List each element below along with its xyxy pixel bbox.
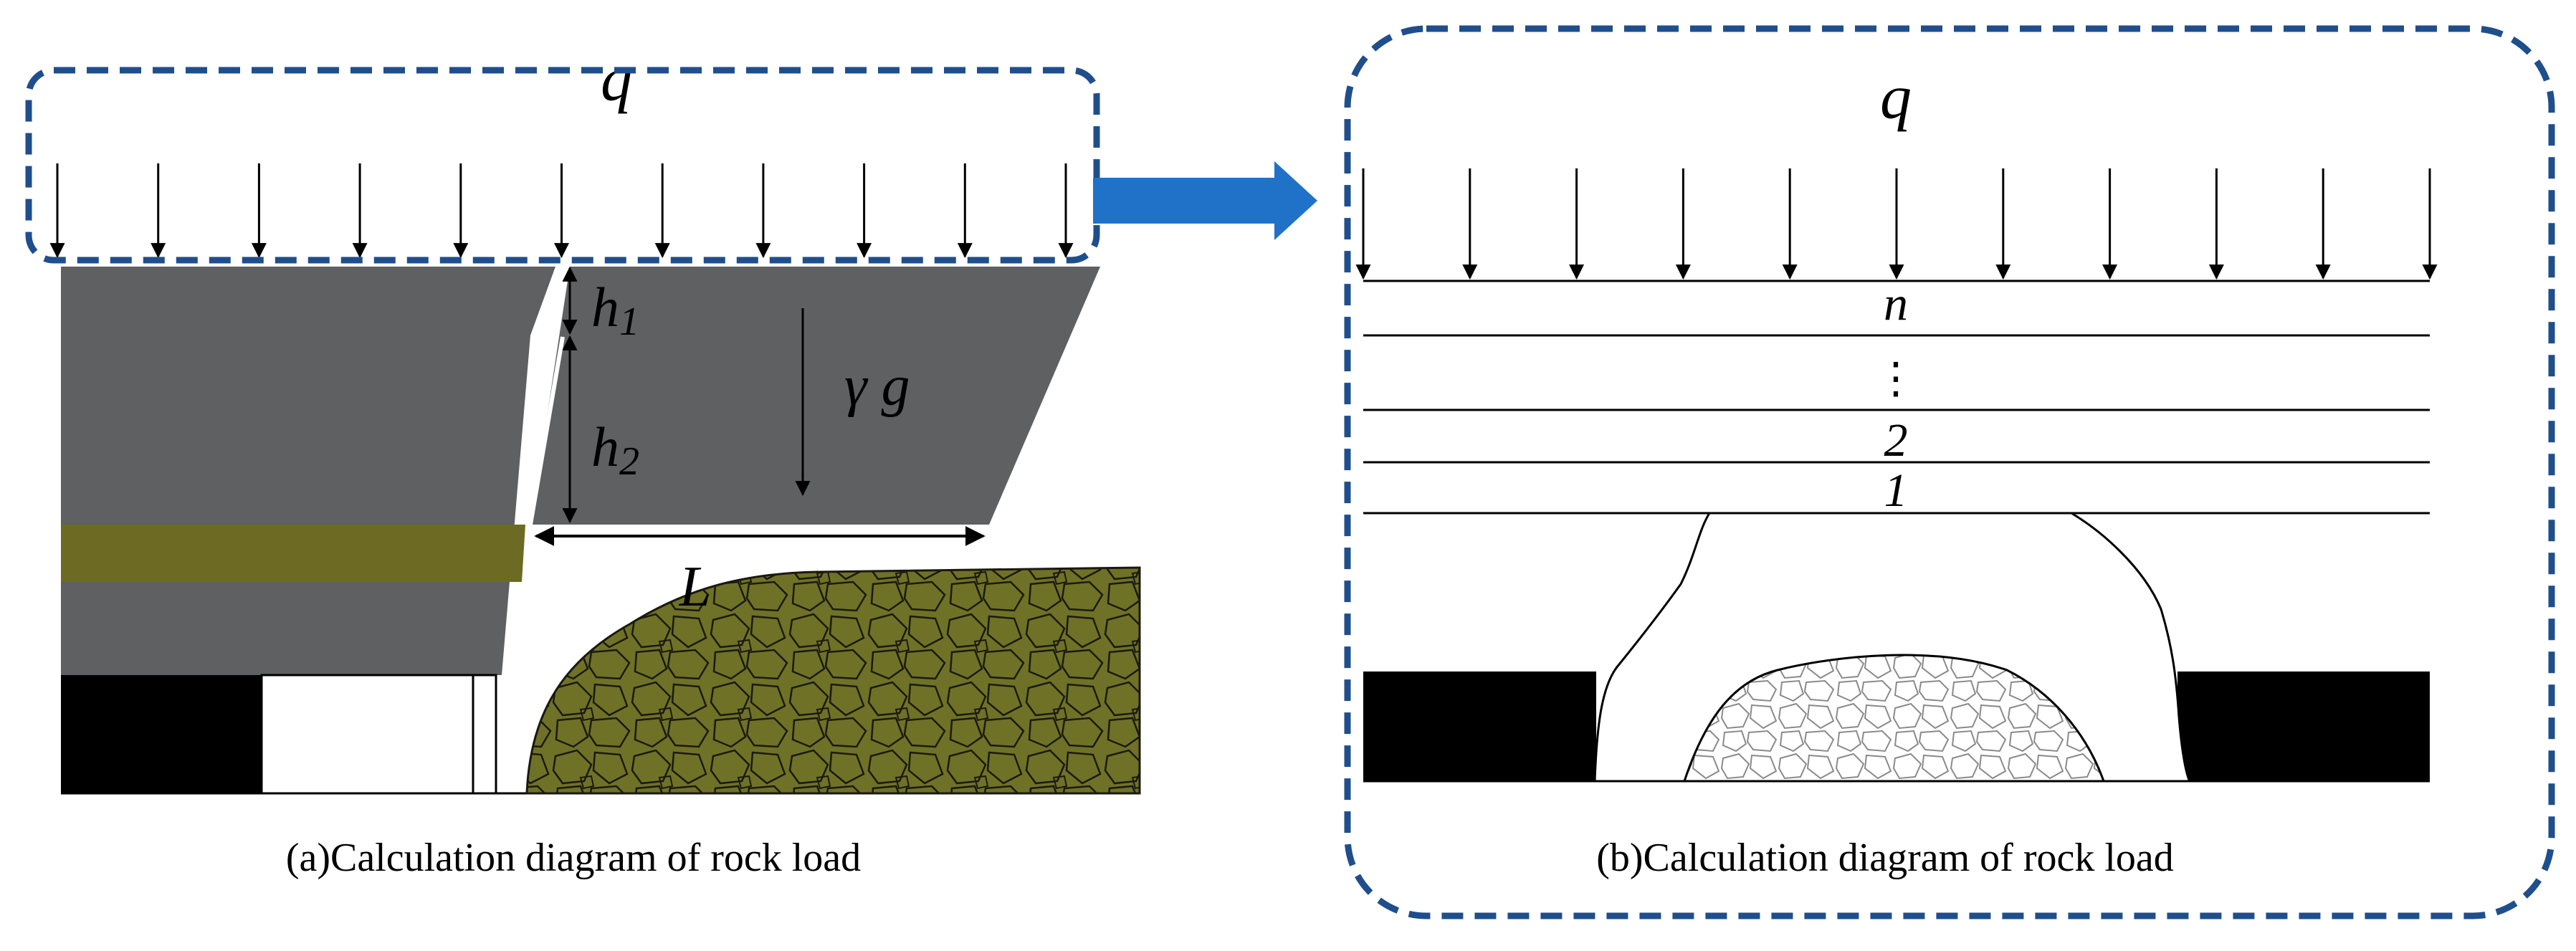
layer-label-2: 2 <box>1884 414 1908 467</box>
coal-block-left <box>1363 672 1596 781</box>
gob-texture <box>525 566 1141 795</box>
rock-block-left <box>61 267 555 675</box>
load-arrows-a <box>49 163 1074 259</box>
weight-label: γ g <box>844 355 910 418</box>
fracture-line <box>528 336 565 525</box>
caved-rock-pile <box>1682 654 2106 783</box>
h2-label: h2 <box>591 416 639 484</box>
coal-block-right <box>2177 672 2430 781</box>
h1-label: h1 <box>591 276 639 344</box>
coal-seam-band <box>61 525 525 582</box>
layer-label-ellipsis: ⋮ <box>1874 355 1917 402</box>
roadway-opening <box>260 674 474 795</box>
coal-pillar <box>61 675 262 793</box>
load-frame-a <box>25 67 1100 264</box>
span-label: L <box>679 555 712 618</box>
load-label-a: q <box>601 45 632 115</box>
panel-b-frame <box>1344 25 2555 919</box>
panel-b: q n ⋮ 2 1 (b)Calculation diagram of rock… <box>1344 25 2555 919</box>
caption-b: (b)Calculation diagram of rock load <box>1596 836 2174 880</box>
caption-a: (a)Calculation diagram of rock load <box>286 836 861 880</box>
layer-label-n: n <box>1884 276 1908 330</box>
rock-block-cantilever <box>530 267 1100 525</box>
layer-label-1: 1 <box>1884 464 1908 517</box>
support-pillar <box>472 674 497 795</box>
panel-a: q h1 h2 γ g L (a)Calculation diagram of … <box>25 45 1141 880</box>
right-arrow-icon <box>1093 161 1317 240</box>
load-arrows-b <box>1355 168 2438 280</box>
load-label-b: q <box>1880 63 1912 133</box>
